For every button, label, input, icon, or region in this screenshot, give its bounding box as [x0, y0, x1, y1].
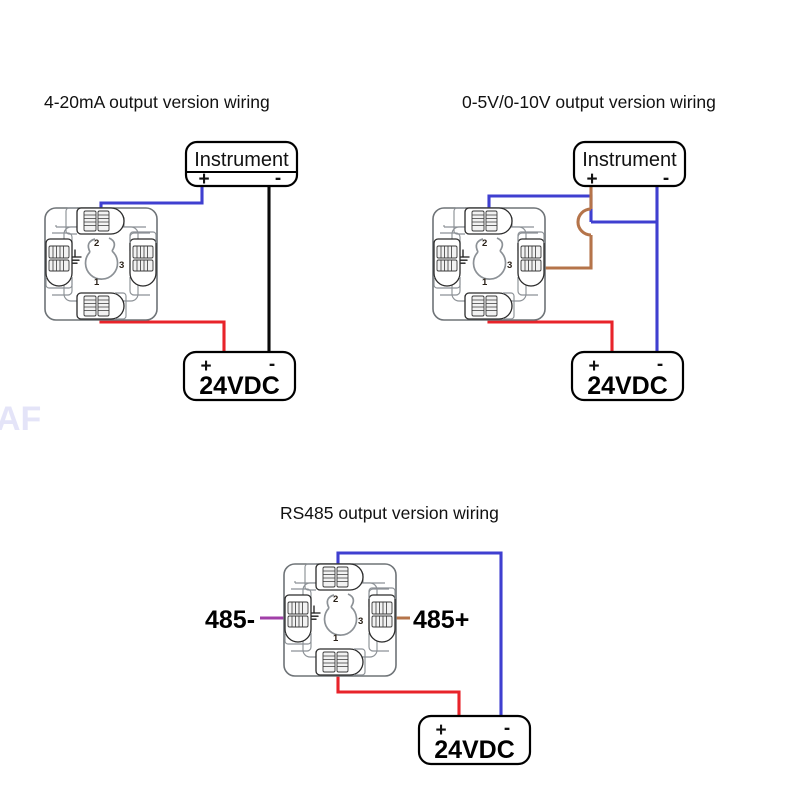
rs485-plus-label: 485+ — [413, 606, 469, 634]
rs485-minus-label: 485- — [205, 606, 255, 634]
terminal-label-2: 2 — [482, 238, 487, 249]
power-minus-sign: - — [504, 718, 510, 739]
sensor-device: 2 3 1 — [283, 563, 397, 677]
instrument-minus-sign: - — [275, 168, 281, 189]
watermark: AF — [0, 400, 41, 438]
power-label: 24VDC — [199, 372, 280, 400]
terminal-label-3: 3 — [507, 260, 512, 271]
diagram-rs485: RS485 output version wiring 2 3 1 485- 4… — [205, 503, 532, 766]
diagram-4-20ma: 4-20mA output version wiring 2 3 1 Instr… — [44, 92, 299, 402]
power-label: 24VDC — [587, 372, 668, 400]
terminal-label-2: 2 — [333, 594, 338, 605]
terminal-label-1: 1 — [482, 277, 488, 288]
instrument-minus-sign: - — [663, 168, 669, 189]
sensor-device: 2 3 1 — [432, 207, 546, 321]
instrument-box: Instrument + - — [572, 140, 687, 190]
diagram-title: 0-5V/0-10V output version wiring — [462, 92, 716, 112]
power-minus-sign: - — [269, 354, 275, 375]
power-minus-sign: - — [657, 354, 663, 375]
diagram-0-5v-0-10v: 0-5V/0-10V output version wiring 2 3 1 I — [432, 92, 716, 402]
instrument-box: Instrument + - — [184, 140, 299, 190]
wire-crossover-hop — [576, 207, 592, 237]
power-label: 24VDC — [434, 736, 515, 764]
terminal-label-1: 1 — [333, 633, 339, 644]
power-supply-box: + - 24VDC — [182, 350, 297, 402]
instrument-plus-sign: + — [586, 169, 597, 190]
terminal-label-2: 2 — [94, 238, 99, 249]
instrument-label: Instrument — [194, 149, 289, 171]
power-plus-sign: + — [435, 720, 446, 741]
power-plus-sign: + — [200, 356, 211, 377]
sensor-device: 2 3 1 — [44, 207, 158, 321]
instrument-plus-sign: + — [198, 169, 209, 190]
diagram-title: RS485 output version wiring — [280, 503, 499, 523]
power-plus-sign: + — [588, 356, 599, 377]
instrument-label: Instrument — [582, 149, 677, 171]
terminal-label-1: 1 — [94, 277, 100, 288]
power-supply-box: + - 24VDC — [570, 350, 685, 402]
diagram-title: 4-20mA output version wiring — [44, 92, 270, 112]
power-supply-box: + - 24VDC — [417, 714, 532, 766]
terminal-label-3: 3 — [119, 260, 124, 271]
terminal-label-3: 3 — [358, 616, 363, 627]
